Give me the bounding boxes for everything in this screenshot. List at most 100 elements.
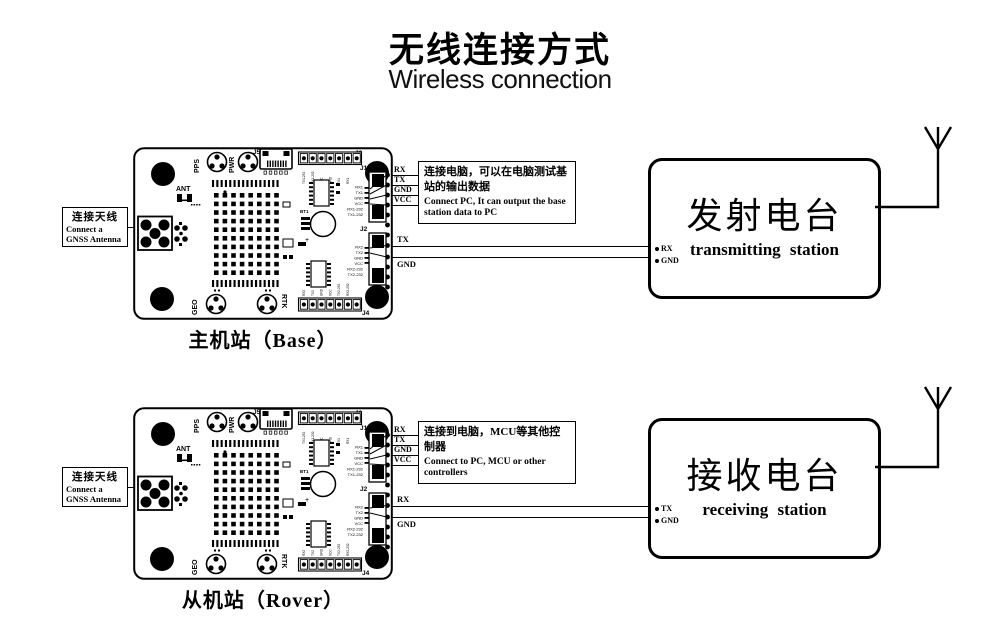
j1-pin-label: GND [354, 456, 363, 461]
j2-pin-label: RX2-232 [347, 267, 364, 272]
j1-pin-label: TX1 [356, 450, 364, 455]
pwr-label: PWR [229, 157, 236, 173]
j2-pin-label: GND [354, 256, 363, 261]
j1-pin-label: TX1 [356, 190, 364, 195]
j3-pin-label: GND [328, 176, 332, 184]
uart-label-gnd: GND [394, 445, 412, 454]
station-box: 发射电台 transmitting station RX GND [648, 158, 881, 299]
pps-label: PPS [194, 159, 201, 173]
gnss-module-grid [212, 440, 279, 547]
j1-pin-label: GND [354, 196, 363, 201]
rtk-label: RTK [280, 554, 287, 568]
page-subtitle: Wireless connection [388, 64, 612, 94]
board-caption: 主机站（Base） [188, 330, 338, 352]
ant-label: ANT [176, 446, 191, 453]
pwr-label: PWR [229, 417, 236, 433]
ic-chip [306, 520, 331, 548]
passive-components [282, 443, 340, 519]
j1-pin-label: TX1-232 [348, 212, 364, 217]
j4-pin-label: TX2 [311, 550, 315, 556]
j1-pin-label: RX1-232 [347, 207, 364, 212]
j2-pin-label: TX2 [356, 510, 364, 515]
uart-label-rx: RX [394, 425, 406, 434]
svg-text:+: + [305, 497, 309, 504]
j2-pin-label: TX2 [356, 250, 364, 255]
uart-label-tx: TX [394, 175, 406, 184]
round-connector [237, 151, 259, 173]
pc-note-zh: 连接电脑，可以在电脑测试基站的输出数据 [424, 166, 567, 193]
round-connector [256, 293, 278, 315]
station-name-en: receiving station [702, 500, 827, 519]
geo-label: GEO [192, 299, 199, 315]
usb-connector [259, 148, 293, 175]
pcb-board: PPSPWRJ5J3TX1-232RX1-232VCCGNDTX1RX1ANTB… [133, 147, 393, 320]
antenna-icon [875, 126, 953, 209]
mounting-hole [150, 547, 174, 571]
wire-uart-rx [392, 434, 419, 436]
j4-pin-label: GND [320, 288, 324, 296]
pin-dot-icon [655, 247, 659, 252]
antenna-note-en: Connect a GNSS Antenna [66, 224, 122, 245]
round-connector [206, 411, 228, 433]
j1-pin-label: TX1-232 [348, 472, 364, 477]
j3-pin-label: RX1 [346, 438, 350, 444]
mounting-hole [150, 287, 174, 311]
wire-radio-1 [392, 505, 654, 507]
geo-label: GEO [192, 559, 199, 575]
wire-radio-2 [392, 257, 654, 259]
svg-text:J2: J2 [360, 486, 368, 493]
j4-pin-label: GND [320, 548, 324, 556]
rf-connector [174, 482, 188, 506]
ant-components [177, 190, 227, 206]
battery: BT1+ [300, 469, 337, 504]
pc-note-en: Connect PC, It can output the base stati… [424, 196, 566, 219]
round-connector [256, 553, 278, 575]
station-name-en: transmitting station [689, 240, 840, 259]
antenna-note-zh: 连接天线 [72, 472, 118, 483]
station-name-zh: 接收电台 [686, 455, 843, 496]
ic-chip [306, 260, 331, 288]
pcb-board: PPSPWRJ5J3TX1-232RX1-232VCCGNDTX1RX1ANTB… [133, 407, 393, 580]
j1-pin-label: RX1-232 [347, 467, 364, 472]
j3-pin-label: TX1-232 [302, 432, 306, 444]
j1-pin-label: RX1 [355, 185, 364, 190]
j4-pin-label: RX2 [302, 290, 306, 296]
pin-dot-icon [655, 258, 659, 263]
rf-connector [174, 222, 188, 246]
svg-text:+: + [305, 237, 309, 244]
svg-text:BT1: BT1 [300, 209, 309, 214]
wire-uart-tx [392, 184, 419, 186]
j3-pin-label: RX1 [346, 178, 350, 184]
j5-label: J5 [253, 149, 261, 156]
j2-pin-label: TX2-232 [348, 532, 364, 537]
wire-radio-1 [392, 245, 654, 247]
svg-text:J1: J1 [360, 425, 368, 432]
j2-pin-label: VCC [355, 521, 364, 526]
station-pin-2: GND [655, 516, 679, 525]
wire-uart-gnd [392, 454, 419, 456]
j4-pin-label: VCC [328, 549, 332, 556]
uart-label-gnd: GND [394, 185, 412, 194]
j4-pin-label: TX2-232 [337, 284, 341, 296]
j2-pin-label: RX2-232 [347, 527, 364, 532]
j4-pin-label: RX2 [302, 550, 306, 556]
wire-radio-2 [392, 517, 654, 519]
round-connector [205, 293, 227, 315]
wire-uart-vcc [392, 464, 419, 466]
j5-label: J5 [253, 409, 261, 416]
uart-label-vcc: VCC [394, 195, 412, 204]
j1-pin-label: VCC [355, 201, 364, 206]
station-pin-1: TX [655, 505, 672, 513]
j4-pin-label: TX2-232 [337, 544, 341, 556]
uart-label-vcc: VCC [394, 455, 412, 464]
uart-label-tx: TX [394, 435, 406, 444]
svg-text:J1: J1 [360, 165, 368, 172]
svg-text:J2: J2 [360, 226, 368, 233]
j2-pin-label: RX2 [355, 505, 364, 510]
